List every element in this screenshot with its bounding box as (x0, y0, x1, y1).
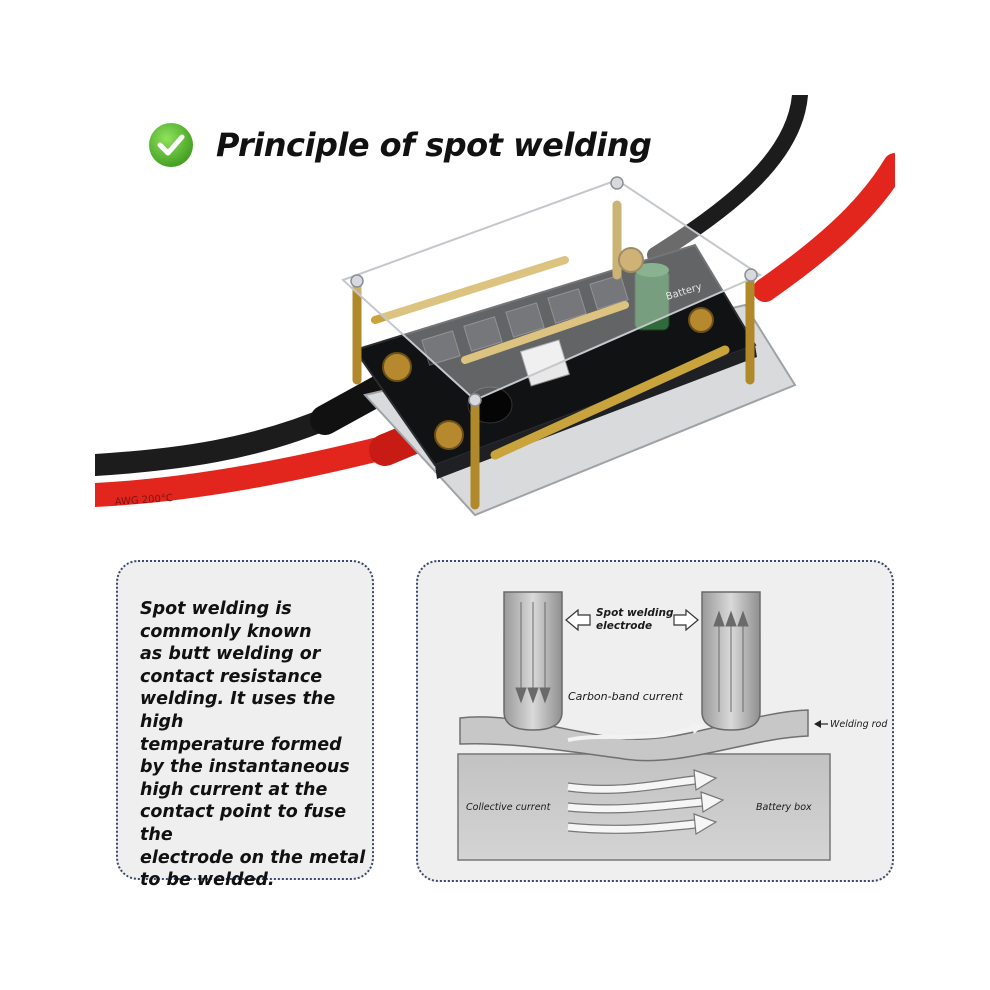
right-electrode-up-arrows (713, 610, 749, 712)
brass-rod-middle (461, 301, 629, 364)
red-cable-right (753, 153, 895, 302)
welding-diagram-card: Spot welding electrode Carbon-band curre… (416, 560, 894, 882)
terminal-nuts (382, 247, 714, 450)
electrode-label-line1: Spot welding (596, 607, 674, 619)
brass-rod-bottom (490, 345, 730, 460)
welding-diagram: Spot welding electrode Carbon-band curre… (457, 591, 888, 861)
collective-current-arrows (567, 776, 704, 833)
right-pointer-arrow-icon (673, 608, 699, 632)
electrode-label: Spot welding electrode (596, 607, 677, 632)
page-title: Principle of spot welding (216, 126, 652, 164)
check-circle-icon (149, 123, 193, 167)
collective-current-label: Collective current (466, 802, 552, 813)
rod-current-arrow (567, 726, 694, 742)
product-photo: AWG 200°C Battery (95, 95, 895, 560)
description-card: Spot welding is commonly known as butt w… (116, 560, 374, 890)
cable-print: AWG 200°C (114, 493, 173, 508)
description-text: Spot welding is commonly known as butt w… (140, 599, 366, 891)
cover-screws (350, 176, 758, 407)
spot-welder-board-illustration: AWG 200°C Battery (95, 95, 895, 517)
top-acrylic-cover (341, 178, 763, 402)
brass-rod-top (371, 256, 569, 324)
left-pointer-arrow-icon (565, 608, 591, 632)
left-electrode-down-arrows (515, 602, 551, 704)
heading: Principle of spot welding (148, 120, 652, 170)
mosfet-row (421, 274, 629, 366)
welding-rod (459, 709, 809, 762)
welding-rod-label: Welding rod (830, 719, 888, 730)
battery-box-label: Battery box (756, 802, 812, 813)
carbon-band-current-label: Carbon-band current (568, 690, 684, 703)
electrode-label-line2: electrode (596, 620, 652, 632)
brass-standoffs (352, 200, 755, 510)
black-cable-top (647, 95, 808, 263)
